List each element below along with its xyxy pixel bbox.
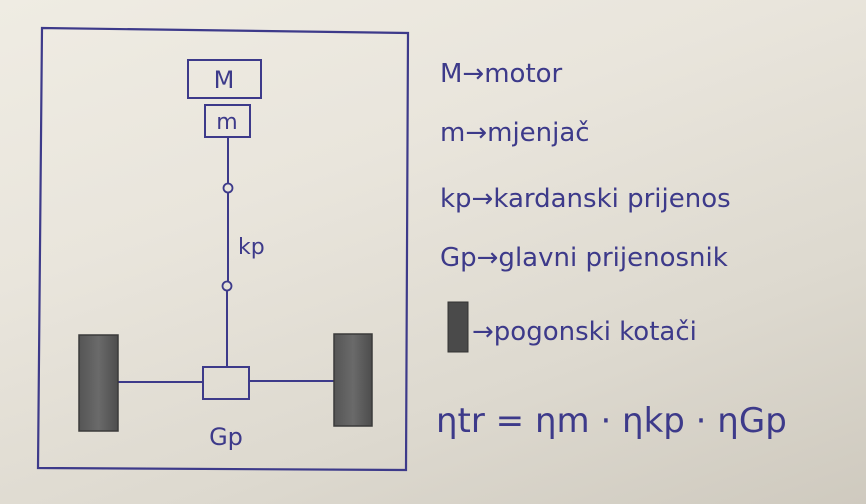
legend-wheel-swatch <box>447 301 469 353</box>
left-wheel <box>78 334 119 432</box>
legend-gearbox: m→mjenjač <box>440 118 590 148</box>
shaft-label: kp <box>238 235 265 260</box>
differential-label: Gp <box>209 423 243 451</box>
chassis-frame <box>36 26 410 472</box>
legend-motor: M→motor <box>440 59 563 89</box>
lower-joint <box>221 280 233 292</box>
legend-drive-wheels: →pogonski kotači <box>472 317 697 347</box>
legend-cardan: kp→kardanski prijenos <box>440 184 731 214</box>
gearbox-label: m <box>216 110 237 135</box>
legend-differential: Gp→glavni prijenosnik <box>440 243 728 273</box>
upper-joint <box>222 182 234 194</box>
motor-block <box>187 59 262 99</box>
differential-block <box>202 366 250 400</box>
right-wheel <box>333 333 373 427</box>
motor-label: M <box>214 66 235 94</box>
efficiency-formula: ηtr = ηm · ηkp · ηGp <box>436 401 787 441</box>
